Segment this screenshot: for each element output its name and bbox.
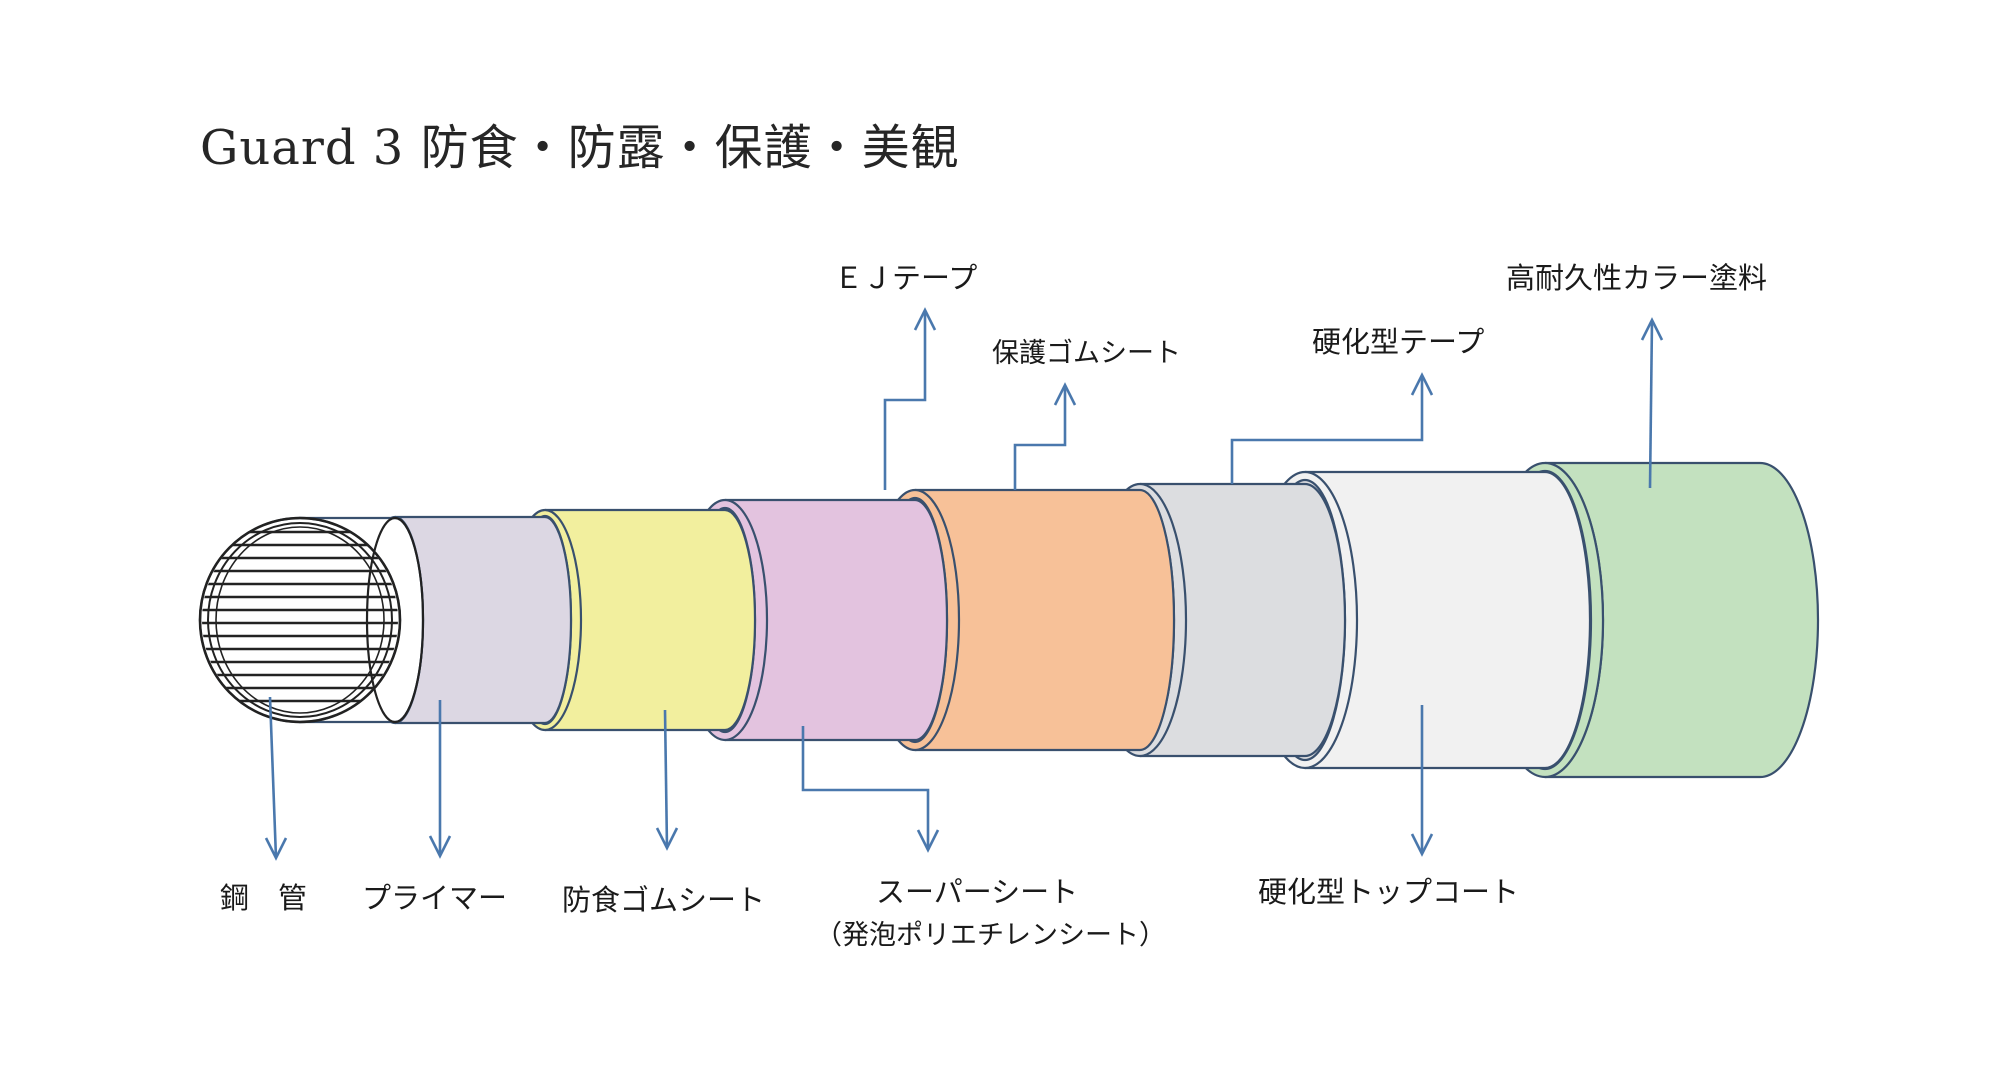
leader-hardening-tape	[1230, 375, 1424, 484]
leader-color-paint	[1648, 319, 1654, 489]
leader-lines	[264, 307, 1664, 861]
leader-protective-rubber	[1013, 385, 1067, 490]
steel-pipe	[198, 516, 425, 724]
label-anticorrosion-rubber: 防食ゴムシート	[562, 883, 765, 917]
labels: 鋼 管 プライマー 防食ゴムシート スーパーシート （発泡ポリエチレンシート） …	[220, 261, 1767, 951]
arrowhead-anticorrosion	[655, 827, 679, 851]
arrowhead-primer	[428, 835, 452, 859]
arrowhead-topcoat	[1410, 833, 1434, 857]
label-protective-rubber: 保護ゴムシート	[992, 338, 1181, 369]
label-steel-pipe: 鋼 管	[220, 881, 307, 915]
leader-steel-pipe	[268, 696, 278, 859]
page-title: Guard 3 防食・防露・保護・美観	[200, 120, 960, 176]
label-hardening-tape: 硬化型テープ	[1312, 325, 1484, 359]
arrowhead-color-paint	[1640, 317, 1664, 341]
label-ej-tape: ＥＪテープ	[834, 261, 977, 295]
arrowhead-super-sheet	[916, 829, 940, 853]
leader-super-sheet	[801, 726, 930, 850]
label-hardening-topcoat: 硬化型トップコート	[1258, 875, 1519, 909]
leader-anticorrosion	[663, 709, 669, 849]
label-color-paint: 高耐久性カラー塗料	[1506, 261, 1767, 295]
label-primer: プライマー	[362, 881, 507, 915]
arrowhead-steel-pipe	[264, 837, 288, 861]
arrowhead-ej-tape	[913, 307, 937, 331]
arrowhead-hardening-tape	[1410, 372, 1434, 396]
label-super-sheet: スーパーシート	[876, 875, 1078, 909]
leader-ej-tape	[883, 310, 927, 490]
label-super-sheet-note: （発泡ポリエチレンシート）	[815, 920, 1166, 951]
arrowhead-protective-rubber	[1053, 382, 1077, 406]
